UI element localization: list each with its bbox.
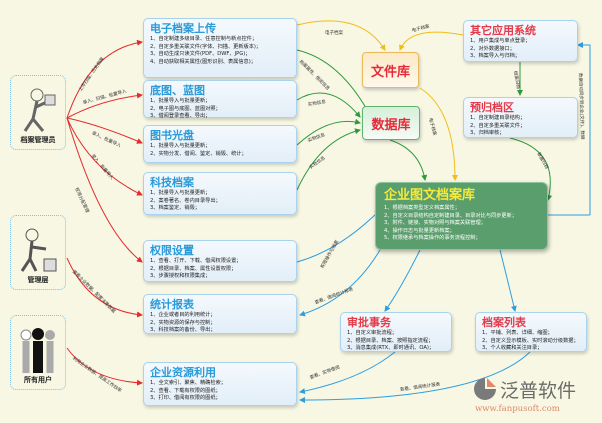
- module-item: 3、自动生成只读文件(PDF、DWF、JPG)；: [150, 51, 251, 57]
- edge-label: 电子档案: [325, 31, 343, 36]
- person-carrying-box-icon: [23, 88, 56, 132]
- module-item: 3、消息集成(RTX、即时通讯、OA)；: [347, 345, 435, 351]
- core-item: 1、根据档案类型定义档案属性；: [384, 205, 460, 211]
- module-title: 科技档案: [150, 176, 194, 189]
- module-title: 电子档案上传: [150, 22, 216, 35]
- module-item: 3、打印、借阅有权限的图纸；: [150, 395, 221, 401]
- actor-management: 管理层: [10, 215, 66, 290]
- module-item: 3、档案导入与归档；: [470, 53, 520, 59]
- module-item: 2、实物分发、借阅、鉴定、销毁、统计；: [150, 150, 247, 157]
- logo-mark-icon: [474, 378, 496, 400]
- module-item: 1、平铺、列表、详细、缩图；: [482, 330, 553, 336]
- module-item: 1、查看、打开、下载、借阅权限设置；: [150, 258, 242, 264]
- module-item: 1、自定义审批流程；: [347, 330, 397, 336]
- file-library[interactable]: 文件库: [362, 52, 419, 88]
- logo-url: www.fanpusoft.com: [475, 404, 560, 414]
- module-item: 1、全文索引、聚焦、精确检索；: [150, 380, 226, 386]
- core-title: 企业图文档案库: [384, 188, 476, 203]
- actor-all-users: 所有用户: [10, 315, 66, 390]
- module-item: 2、案卷著名、卷内目录导出；: [150, 197, 221, 204]
- module-title: 档案列表: [482, 316, 526, 329]
- module-item: 2、对外数据接口；: [470, 45, 515, 52]
- module-title: 企业资源利用: [150, 366, 216, 379]
- core-item: 3、附件、链接、实物对照与档案关联管理；: [384, 220, 486, 227]
- module-item: 3、归档审核；: [470, 130, 505, 136]
- enterprise-archive-repository[interactable]: 企业图文档案库 1、根据档案类型定义档案属性；2、自定义目录结构自定制建目录、目录…: [375, 182, 548, 250]
- module-item: 3、档案鉴定、销毁；: [150, 205, 200, 211]
- actor-label: 所有用户: [24, 376, 52, 384]
- module-item: 3、个人收藏和关注目录；: [482, 345, 543, 351]
- logo-name: 泛普软件: [500, 380, 577, 402]
- module-item: 1、批量导入与批量更新；: [150, 190, 211, 196]
- module-title: 权限设置: [150, 244, 194, 257]
- module-item: 2、查看、下载有权限的图纸；: [150, 387, 221, 394]
- database-label: 数据库: [371, 117, 411, 133]
- module-item: 1、自定制建目录结构；: [470, 115, 526, 121]
- module-title: 预归档区: [470, 101, 514, 114]
- module-item: 1、自定制建多级目录、任意控制与新点控件；: [150, 36, 258, 42]
- module-title: 统计报表: [150, 298, 194, 311]
- module-item: 2、根据目录、档案、按照指定流程；: [347, 337, 434, 344]
- module-title: 审批事务: [347, 316, 391, 329]
- file-library-label: 文件库: [370, 64, 410, 80]
- module-title: 其它应用系统: [470, 24, 536, 37]
- module-item: 1、批量导入与批量更新；: [150, 98, 211, 104]
- group-users-icon: [20, 328, 55, 373]
- database[interactable]: 数据库: [362, 106, 420, 140]
- module-item: 3、科技档案的备份、导出；: [150, 327, 216, 333]
- actor-label: 管理层: [27, 276, 49, 284]
- module-item: 2、根据目录、档案、属性设置权限；: [150, 265, 237, 272]
- module-item: 2、实物资源的保存与控制；: [150, 319, 216, 326]
- module-item: 2、自定多重关联文件；: [470, 122, 526, 129]
- core-item: 4、操作日志与批量更新档案；: [384, 227, 455, 234]
- module-item: 3、步骤授权和权限集成；: [150, 273, 211, 279]
- actor-archivist: 档案管理员: [10, 75, 66, 150]
- module-item: 4、自动获取相关属性(图形识别、表属信息)；: [150, 58, 256, 65]
- module-item: 2、电子图与底图、蓝图对照；: [150, 105, 221, 112]
- manager-icon: [20, 228, 57, 272]
- module-item: 1、用户集成与单点登录；: [470, 38, 531, 44]
- module-title: 底图、蓝图: [150, 84, 205, 97]
- module-item: 3、借阅登录查看、导出；: [150, 113, 211, 119]
- actor-label: 档案管理员: [20, 136, 56, 144]
- module-title: 图书光盘: [150, 129, 194, 142]
- core-item: 5、权限继承与档案操作的事务流程控制；: [384, 235, 481, 242]
- module-item: 2、自定多重关联文件(字体、扫描、更新版本)；: [150, 43, 262, 50]
- module-item: 1、批量导入与批量更新；: [150, 143, 211, 149]
- module-item: 2、自定义显示模板、实时滚动分级数据；: [482, 337, 579, 344]
- core-item: 2、自定义目录结构自定制建目录、目录对比与同步更新；: [384, 212, 517, 219]
- module-item: 1、企业或者目的利用统计；: [150, 312, 216, 318]
